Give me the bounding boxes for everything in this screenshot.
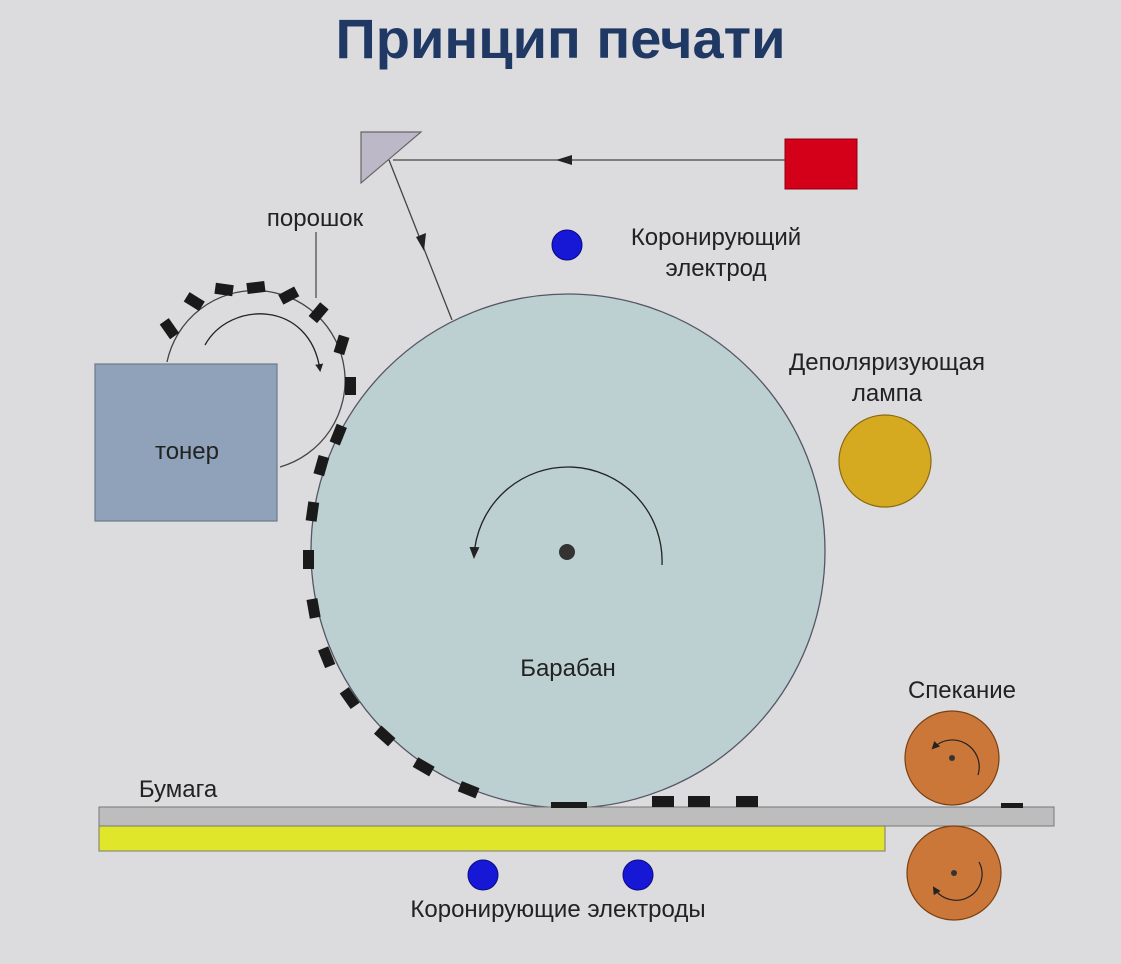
corona-electrode-top — [551, 229, 583, 261]
depolarizing-lamp — [838, 414, 932, 508]
laser-beam-arrow — [556, 155, 572, 165]
mirror-prism — [360, 131, 423, 185]
drum-toner-particles — [303, 423, 480, 799]
paper-sheet — [98, 825, 886, 852]
laser-source — [784, 138, 858, 190]
powder-label: порошок — [267, 205, 364, 232]
developer-toner-particles — [159, 280, 356, 395]
corona-electrode-label-line1: Коронирующий — [631, 224, 801, 251]
drum-axis — [559, 544, 575, 560]
fuser-roller-bottom-axis — [951, 870, 957, 876]
fuser-bottom-rotation-arrow — [932, 861, 983, 901]
page-title: Принцип печати — [335, 7, 786, 70]
paper-label: Бумага — [139, 776, 218, 803]
toner-box — [94, 363, 278, 522]
drum-rotation-arrow — [469, 466, 663, 566]
paper-toner-particles — [551, 796, 1023, 808]
fusing-label: Спекание — [908, 677, 1016, 704]
reflected-beam-arrow — [416, 233, 426, 251]
fuser-top-rotation-arrow — [931, 739, 980, 776]
developer-rotation-arrow — [204, 313, 324, 372]
paper-guide — [98, 806, 1055, 827]
corona-electrode-bottom-right — [622, 859, 654, 891]
fuser-roller-top-axis — [949, 755, 955, 761]
corona-electrode-label-line2: электрод — [665, 255, 766, 282]
drum-label: Барабан — [520, 655, 616, 682]
corona-electrodes-bottom-label: Коронирующие электроды — [410, 896, 705, 923]
corona-electrode-bottom-left — [467, 859, 499, 891]
depolarizing-lamp-label-line2: лампа — [852, 380, 923, 407]
depolarizing-lamp-label-line1: Деполяризующая — [789, 349, 985, 376]
toner-label: тонер — [155, 438, 219, 465]
